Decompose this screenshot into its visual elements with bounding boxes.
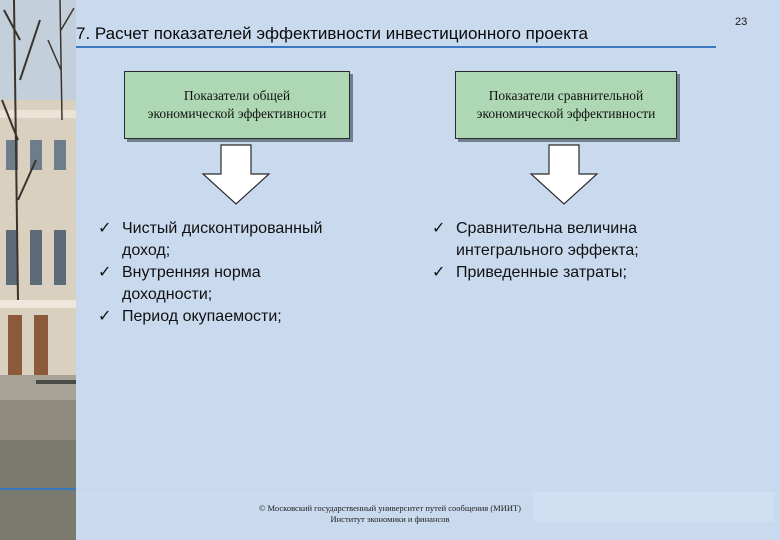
- list-item: ✓ Период окупаемости;: [98, 306, 368, 328]
- list-item-text: интегрального эффекта;: [456, 241, 639, 259]
- list-item-text: Период окупаемости;: [122, 308, 282, 325]
- checkmark-icon: ✓: [98, 264, 112, 281]
- comparative-efficiency-box: Показатели сравнительной экономической э…: [455, 71, 677, 139]
- footer-copyright: © Московский государственный университет…: [258, 503, 522, 513]
- list-item: ✓ Сравнительна величина интегрального эф…: [432, 218, 692, 261]
- box-label-line: Показатели сравнительной: [488, 88, 644, 103]
- checkmark-icon: ✓: [432, 220, 446, 237]
- checkmark-icon: ✓: [98, 308, 112, 325]
- list-item: ✓ Внутренняя норма доходности;: [98, 262, 368, 305]
- list-item: ✓ Приведенные затраты;: [432, 262, 692, 284]
- box-label-line: экономической эффективности: [476, 106, 656, 121]
- box-label-line: экономической эффективности: [147, 106, 327, 121]
- list-item-text: доходности;: [122, 285, 213, 303]
- footer-panel: [534, 492, 774, 522]
- list-item-text: Сравнительна величина: [456, 220, 637, 237]
- footer-accent-line: [0, 488, 76, 490]
- list-item: ✓ Чистый дисконтированный доход;: [98, 218, 368, 261]
- list-item-text: Внутренняя норма: [122, 264, 261, 281]
- box-label-line: Показатели общей: [183, 88, 291, 103]
- slide-number: 23: [735, 16, 748, 28]
- slide-title: 7. Расчет показателей эффективности инве…: [76, 24, 588, 43]
- checkmark-icon: ✓: [98, 220, 112, 237]
- footer-text: © Московский государственный университет…: [200, 503, 580, 525]
- down-arrow-icon: [529, 144, 599, 205]
- comparative-indicators-list: ✓ Сравнительна величина интегрального эф…: [432, 218, 692, 285]
- building-photo: [0, 0, 76, 540]
- down-arrow-icon: [201, 144, 271, 205]
- checkmark-icon: ✓: [432, 264, 446, 281]
- list-item-text: доход;: [122, 241, 171, 259]
- general-efficiency-box: Показатели общей экономической эффективн…: [124, 71, 350, 139]
- footer-divider: [76, 494, 780, 495]
- list-item-text: Чистый дисконтированный: [122, 220, 323, 237]
- general-indicators-list: ✓ Чистый дисконтированный доход; ✓ Внутр…: [98, 218, 368, 329]
- list-item-text: Приведенные затраты;: [456, 264, 627, 281]
- footer-institute: Институт экономики и финансов: [330, 514, 450, 524]
- title-underline: [76, 46, 716, 48]
